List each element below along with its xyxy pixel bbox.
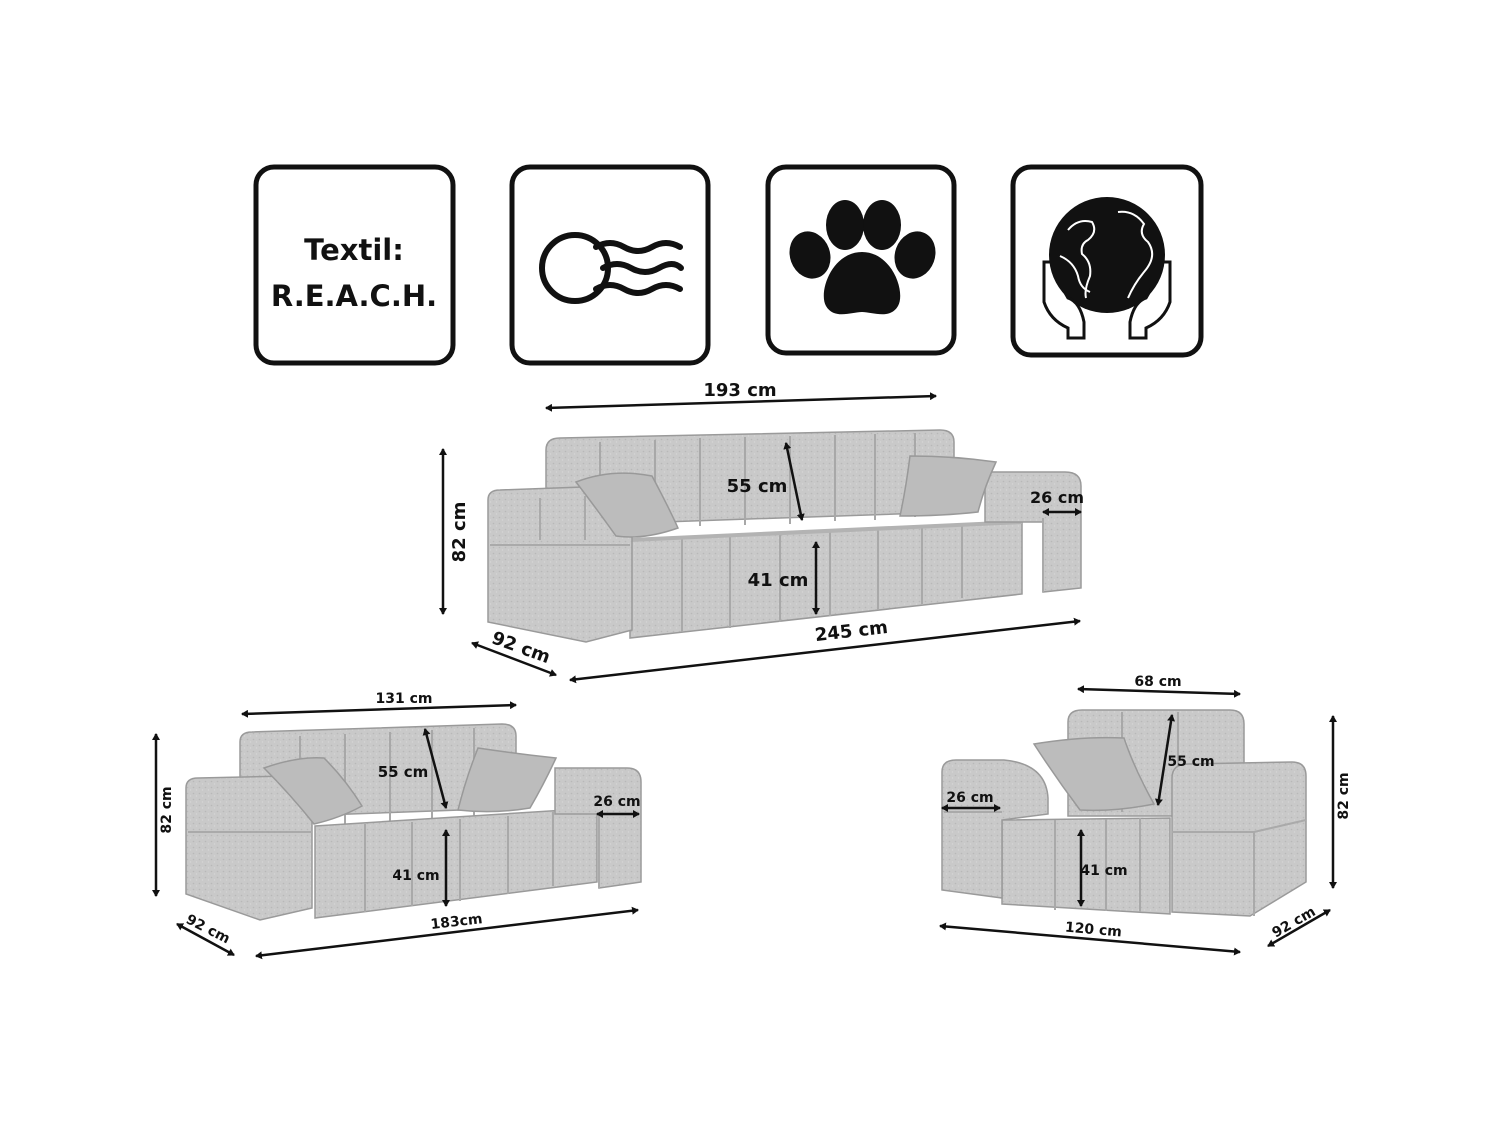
sofa3-seat-height-label: 41 cm — [748, 570, 809, 591]
armchair-depth-label: 92 cm — [1270, 904, 1319, 941]
armchair-width-label: 120 cm — [1064, 920, 1122, 941]
sofa3-width-label: 245 cm — [814, 617, 889, 646]
sofa2-dimensions — [152, 701, 640, 960]
reach-line1: Textil: — [304, 233, 404, 267]
armchair — [941, 709, 1307, 917]
sofa2-height-label: 82 cm — [159, 786, 175, 833]
eco-globe-hands-icon — [1010, 164, 1204, 358]
reach-line2: R.E.A.C.H. — [271, 279, 437, 313]
armchair-back-height-label: 55 cm — [1167, 754, 1214, 770]
sofa2-armrest-label: 26 cm — [593, 794, 640, 810]
armchair-dimensions — [939, 685, 1337, 956]
two-seat-sofa — [185, 723, 642, 921]
reach-textile-icon: Textil: R.E.A.C.H. — [253, 164, 456, 366]
sofa2-back-height-label: 55 cm — [378, 763, 429, 781]
three-seat-sofa — [487, 429, 1082, 643]
armchair-armrest-label: 26 cm — [946, 790, 993, 806]
sofa2-back-width-label: 131 cm — [376, 691, 433, 707]
armchair-height-label: 82 cm — [1336, 772, 1352, 819]
sofa2-width-label: 183cm — [430, 911, 484, 933]
breathable-fabric-icon — [509, 164, 711, 366]
armchair-back-width-label: 68 cm — [1134, 674, 1181, 690]
sofa3-height-label: 82 cm — [449, 502, 470, 563]
sofa3-armrest-label: 26 cm — [1030, 488, 1084, 507]
sofa3-back-height-label: 55 cm — [727, 476, 788, 497]
sofa3-back-width-label: 193 cm — [703, 380, 776, 401]
armchair-seat-height-label: 41 cm — [1080, 863, 1127, 879]
sofa2-seat-height-label: 41 cm — [392, 868, 439, 884]
pet-friendly-paw-icon — [765, 164, 957, 356]
sofa3-dimensions — [439, 392, 1082, 684]
